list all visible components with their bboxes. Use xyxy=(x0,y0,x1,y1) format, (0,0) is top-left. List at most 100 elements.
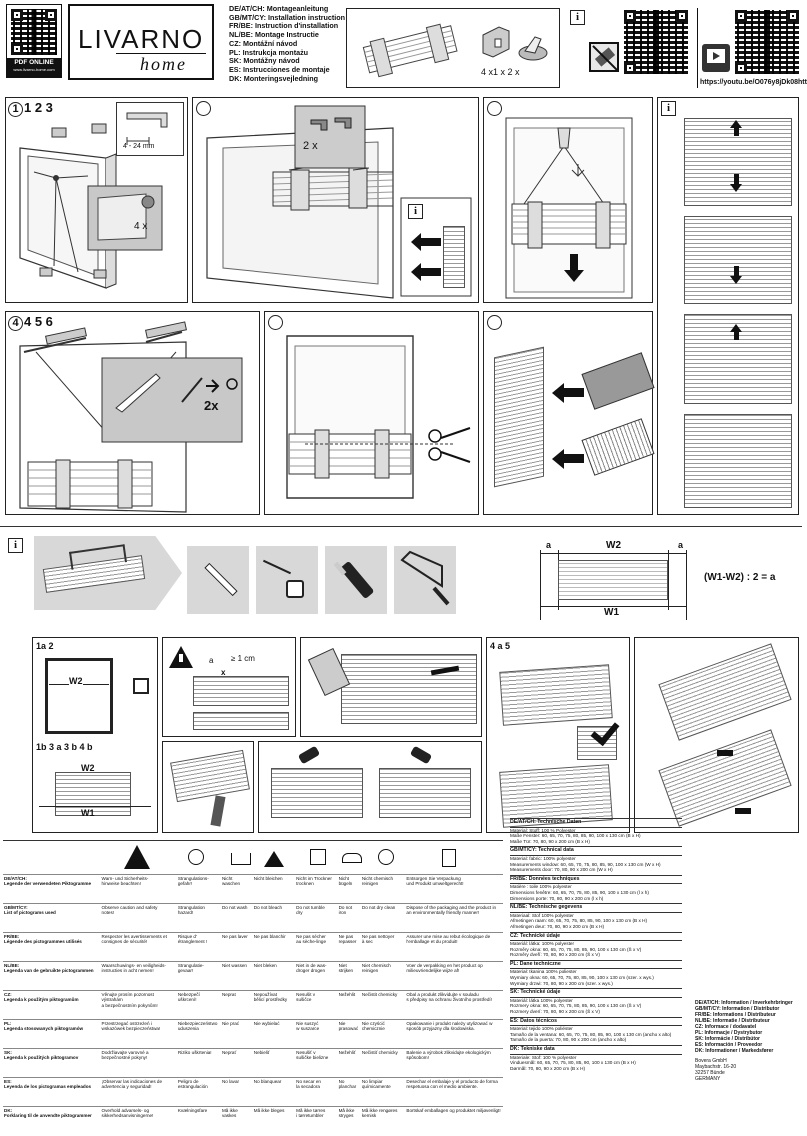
legend-cell: Strangulatie- gevaar! xyxy=(176,961,221,991)
legend-cell: Neprať xyxy=(220,1048,253,1078)
legend-cell: Neprat xyxy=(220,990,253,1020)
lower-panel-7 xyxy=(634,637,799,833)
window-illustration xyxy=(19,123,163,289)
distributor-line: CZ: Informace / dodavatel xyxy=(695,1024,757,1030)
legend-cell: ¡Observar las indicaciones de advertenci… xyxy=(100,1077,177,1107)
legend-row-label: PL: Legenda stosowanych piktogramów xyxy=(3,1019,101,1049)
distributor-line: SK: Informácie / Distribútor xyxy=(695,1036,761,1042)
w1-label: W1 xyxy=(604,607,619,618)
legend-cell: Nie suszyć w suszarce xyxy=(295,1019,338,1049)
legend-cell: Bortskaf emballagen og produktet miljøve… xyxy=(405,1106,503,1136)
legend-cell: Do not iron xyxy=(337,903,361,933)
lower-panel-5 xyxy=(258,741,482,833)
legend-cell: No blanquear xyxy=(252,1077,296,1107)
bin-icon xyxy=(442,849,456,867)
spec-line: Afmetingen deur: 70, 80, 90 x 200 cm (B … xyxy=(510,923,605,929)
arrow-right-icon xyxy=(735,808,751,814)
legend-cell: Ne pas laver xyxy=(220,932,253,962)
legend-cell: Věnujte prosím pozornost výstrahám a bez… xyxy=(100,990,177,1020)
pdf-qr-block: PDF ONLINE www.livarno-home.com xyxy=(6,4,62,78)
spec-heading: PL: Dane techniczne xyxy=(510,959,682,970)
legend-row: FR/BE: Légende des pictogrammes utilisés… xyxy=(3,932,503,962)
legend-cell: Strangulation hazard! xyxy=(176,903,221,933)
step-panel-3 xyxy=(483,97,653,303)
legend-cell: Ne pas sécher au sèche-linge xyxy=(295,932,338,962)
legend-cell: Do not bleach xyxy=(252,903,296,933)
legend-cell: Ne pas nettoyer à sec xyxy=(360,932,406,962)
legend-cell: Balenie a výrobok zlikvidujte ekologický… xyxy=(405,1048,503,1078)
bracket-detail: 4 - 24 mm xyxy=(116,102,184,156)
spec-line: Materiał: tkanina 100% poliester xyxy=(510,969,577,975)
lower-step-3: 4 a 5 xyxy=(490,641,511,651)
legend-row: ES: Leyenda de los pictogramas empleados… xyxy=(3,1077,503,1107)
step-circle xyxy=(487,101,502,116)
legend-cell: Desechar el embalaje y el producto de fo… xyxy=(405,1077,503,1107)
legend-cell: Strangulations- gefahr! xyxy=(176,874,221,904)
legend-cell: Nesušiť v sušičke bielizne xyxy=(295,1048,338,1078)
legend-cell: Observe caution and safety notes! xyxy=(100,903,177,933)
address-line: GERMANY xyxy=(695,1076,721,1082)
count-2x-b: 2x xyxy=(204,398,219,413)
lower-step-1: 1a 2 xyxy=(36,641,54,651)
legend-cell: Risque d' étranglement ! xyxy=(176,932,221,962)
legend-cell: Niet bleken xyxy=(252,961,296,991)
legend-cell: Må ikke stryges xyxy=(337,1106,361,1136)
spec-heading: CZ: Technické údaje xyxy=(510,931,682,942)
youtube-url[interactable]: https://youtu.be/O076y8jDk08htt xyxy=(700,79,807,86)
distributor-line: FR/BE: Informations / Distributeur xyxy=(695,1012,776,1018)
spec-heading: ES: Datos técnicos xyxy=(510,1016,682,1027)
parts-illustration xyxy=(362,23,548,78)
legend-cell: Opakowanie i produkt należy utylizować w… xyxy=(405,1019,503,1049)
legend-cell: Niebezpieczeństwo uduszenia xyxy=(176,1019,221,1049)
legend-cell: Respecter les avertissements et consigne… xyxy=(100,932,177,962)
spec-line: Dimensions fenêtre: 60, 65, 70, 75, 80, … xyxy=(510,889,649,895)
legend-cell: Do not dry clean xyxy=(360,903,406,933)
legend-cell: Nežehlit xyxy=(337,990,361,1020)
legend-cell: Må ikke rengøres kemisk xyxy=(360,1106,406,1136)
lang-5: PL: Instrukcja montażu xyxy=(229,47,309,57)
spec-line: Material: fabric: 100% polyester xyxy=(510,855,576,861)
legend-cell: Nicht bügeln xyxy=(337,874,361,904)
lower-panel-1: 1a 2 W2 1b 3 a 3 b 4 b W2 W1 xyxy=(32,637,158,833)
legend-cell: Do not tumble dry xyxy=(295,903,338,933)
legend-cell: Peligro de estrangulación xyxy=(176,1077,221,1107)
cut-cord-illustration xyxy=(286,335,471,499)
legend-cell: Nie prać xyxy=(220,1019,253,1049)
legend-icons xyxy=(98,843,503,873)
count-4x: 4 x xyxy=(134,221,148,232)
distributor-line: NL/BE: Informatie / Distributeur xyxy=(695,1018,770,1024)
legend-cell: Kvælningsfare xyxy=(176,1106,221,1136)
legend-cell: Nepoužívat bělicí prostředky xyxy=(252,990,296,1020)
legend-cell: Nečistit chemicky xyxy=(360,990,406,1020)
info-icon: i xyxy=(8,538,23,553)
spec-line: Material: tejido 100% poliéster xyxy=(510,1026,573,1032)
arrow-right-icon xyxy=(717,750,733,756)
step-label: 1 2 3 xyxy=(24,100,53,115)
step-circle xyxy=(268,315,283,330)
a-left-label: a xyxy=(546,540,552,550)
legend-cell: Voer de verpakking en het product op mil… xyxy=(405,961,503,991)
legend-cell: Nežehliť xyxy=(337,1048,361,1078)
lang-3: NL/BE: Montage Instructie xyxy=(229,30,319,40)
spec-line: Rozměry dveří: 70, 80, 90 x 200 cm (Š x … xyxy=(510,952,600,958)
legend-cell: Obal a produkt zlikvidujte v souladu s p… xyxy=(405,990,503,1020)
parts-overview: 4 x1 x 2 x xyxy=(346,8,560,88)
pencil-icon xyxy=(204,562,238,597)
spec-line: Materiál: látka: 100% polyester xyxy=(510,941,575,947)
formula: (W1-W2) : 2 = a xyxy=(704,572,776,583)
warning-icon xyxy=(124,845,150,869)
legend-cell: Niet wassen xyxy=(220,961,253,991)
legend-row-label: ES: Leyenda de los pictogramas empleados xyxy=(3,1077,101,1107)
spec-line: Dørmål: 70, 80, 90 x 200 cm (B x H) xyxy=(510,1065,586,1071)
language-list: DE/AT/CH: Montageanleitung GB/MT/CY: Ins… xyxy=(229,4,345,83)
w2b-mark: W2 xyxy=(81,763,95,773)
no-wash-icon xyxy=(231,853,251,865)
legend-cell: Do not wash xyxy=(220,903,253,933)
w1b-mark: W1 xyxy=(81,808,95,818)
legend-table: DE/AT/CH: Legende der verwendeten Piktog… xyxy=(3,874,503,1136)
address-line: Bovera GmbH xyxy=(695,1058,727,1064)
